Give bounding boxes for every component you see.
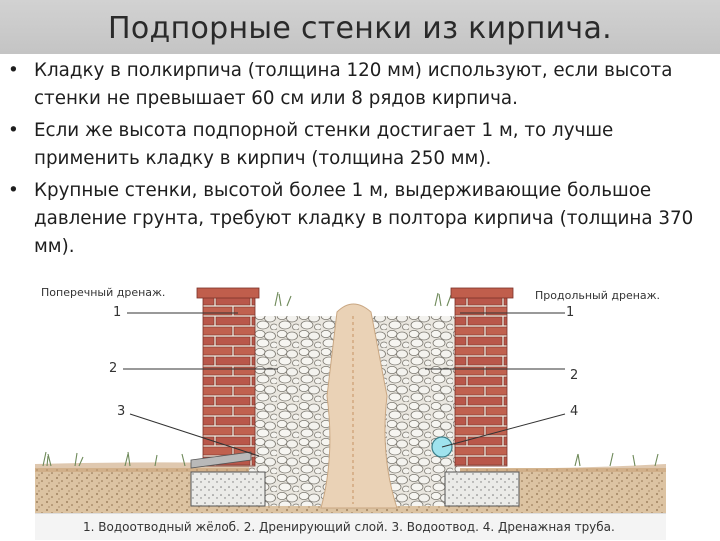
label-2-right: 2 bbox=[570, 368, 579, 383]
bullet-text: Кладку в полкирпича (толщина 120 мм) исп… bbox=[34, 60, 673, 109]
bullet-icon: • bbox=[8, 120, 19, 141]
outlet-pipe bbox=[190, 451, 252, 469]
label-2-left: 2 bbox=[109, 361, 118, 376]
label-1-left: 1 bbox=[113, 305, 122, 320]
bullet-text: Крупные стенки, высотой более 1 м, выдер… bbox=[34, 180, 694, 257]
bullet-item: • Если же высота подпорной стенки достига… bbox=[8, 117, 708, 173]
left-brick-wall bbox=[202, 293, 256, 467]
label-4-right: 4 bbox=[570, 404, 579, 419]
slide-title: Подпорные стенки из кирпича. bbox=[108, 11, 612, 46]
figure-legend: 1. Водоотводный жёлоб. 2. Дренирующий сл… bbox=[35, 513, 666, 540]
label-1-right: 1 bbox=[566, 305, 575, 320]
wall-cross-section-drawing bbox=[35, 287, 666, 513]
longitudinal-drainage-caption: Продольный дренаж. bbox=[535, 289, 661, 302]
leader-lines bbox=[123, 312, 566, 457]
label-3-left: 3 bbox=[117, 404, 126, 419]
retaining-wall-illustration: Поперечный дренаж. Продольный дренаж. 1 … bbox=[35, 276, 666, 540]
bullet-item: • Кладку в полкирпича (толщина 120 мм) ис… bbox=[8, 57, 708, 113]
bullet-icon: • bbox=[8, 60, 19, 81]
soil-wedge bbox=[320, 303, 398, 509]
title-bar bbox=[0, 0, 720, 54]
grass-tufts bbox=[42, 291, 659, 467]
right-foundation bbox=[444, 471, 520, 507]
left-foundation bbox=[190, 471, 266, 507]
bullet-list: • Кладку в полкирпича (толщина 120 мм) ис… bbox=[8, 57, 708, 265]
bullet-text: Если же высота подпорной стенки достигае… bbox=[34, 120, 614, 169]
bullet-item: • Крупные стенки, высотой более 1 м, выде… bbox=[8, 177, 708, 261]
right-brick-wall bbox=[454, 293, 508, 467]
bullet-icon: • bbox=[8, 180, 19, 201]
transverse-drainage-caption: Поперечный дренаж. bbox=[41, 286, 166, 299]
